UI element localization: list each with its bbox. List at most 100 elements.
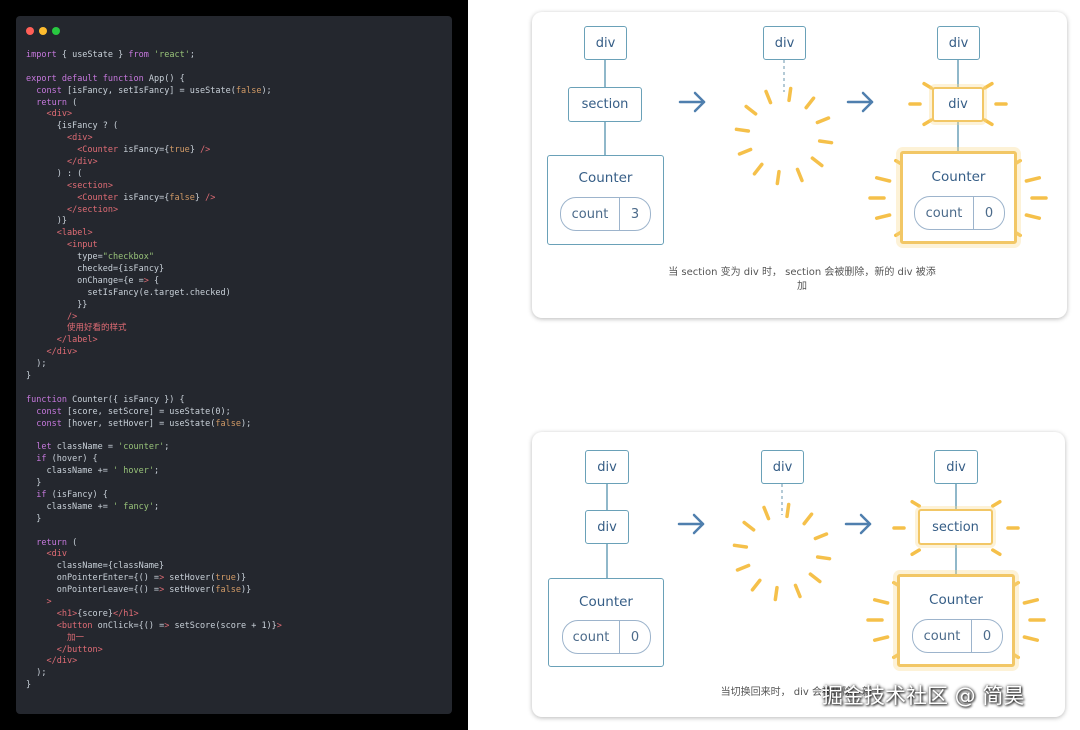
- code-editor-window: import { useState } from 'react'; export…: [16, 16, 452, 714]
- burst-ray: [1022, 635, 1040, 642]
- code-line: }: [26, 513, 42, 524]
- count-value: 0: [619, 621, 650, 653]
- burst-ray: [1024, 213, 1042, 220]
- burst-ray: [735, 563, 751, 572]
- code-line: const [score, setScore] = useState(0);: [36, 406, 231, 417]
- count-pill: count 3: [560, 197, 651, 231]
- burst-ray: [773, 585, 779, 602]
- tree-node-root-after: div: [934, 450, 978, 484]
- burst-ray: [991, 499, 1002, 508]
- removal-burst: [734, 86, 834, 186]
- code-line: [26, 383, 282, 395]
- count-pill: count 0: [562, 620, 651, 654]
- burst-ray: [752, 162, 764, 176]
- burst-ray: [804, 96, 816, 110]
- burst-ray: [910, 548, 921, 557]
- code-line: <input: [66, 240, 98, 251]
- window-minimize-dot: [39, 27, 47, 35]
- code-line: <div>: [46, 109, 73, 120]
- burst-ray: [872, 598, 890, 605]
- code-line: const [hover, setHover] = useState(false…: [36, 418, 252, 429]
- code-line: if (hover) {: [36, 454, 98, 465]
- burst-ray: [795, 167, 804, 183]
- code-line: }}: [26, 299, 88, 310]
- diagram-panel-top: div section Counter count 3 div div div …: [532, 12, 1067, 318]
- count-pill: count 0: [914, 196, 1005, 230]
- burst-ray: [874, 213, 892, 220]
- code-line: <h1>{score}</h1>: [56, 608, 139, 619]
- window-close-dot: [26, 27, 34, 35]
- arrow-right-icon: [677, 513, 705, 535]
- code-line: className += ' fancy';: [26, 501, 160, 512]
- burst-ray: [983, 81, 994, 90]
- burst-ray: [991, 548, 1002, 557]
- diagram-top-connectors: [604, 60, 1048, 238]
- code-line: let className = 'counter';: [36, 442, 170, 453]
- burst-ray: [785, 502, 791, 519]
- burst-ray: [750, 578, 762, 592]
- code-line: const [isFancy, setIsFancy] = useState(f…: [36, 85, 272, 96]
- removal-burst: [732, 502, 832, 602]
- burst-ray: [922, 118, 933, 127]
- burst-ray: [737, 147, 753, 156]
- count-value: 0: [973, 197, 1004, 229]
- code-line: return (: [36, 97, 78, 108]
- code-block: import { useState } from 'react'; export…: [26, 50, 282, 692]
- burst-ray: [815, 555, 832, 561]
- tree-node-section: section: [568, 87, 642, 122]
- code-line: }: [26, 680, 32, 691]
- code-line: <label>: [56, 228, 93, 239]
- caption-top-line-2: 加: [797, 281, 807, 292]
- burst-ray: [910, 499, 921, 508]
- code-screenshot-backdrop: import { useState } from 'react'; export…: [0, 0, 468, 730]
- code-line: </button>: [56, 644, 103, 655]
- tree-node-root-middle: div: [761, 450, 804, 484]
- tree-node-new-section: section: [918, 509, 993, 545]
- counter-title: Counter: [929, 592, 983, 608]
- tree-node-root-middle: div: [763, 26, 806, 60]
- code-line: type="checkbox": [26, 252, 154, 263]
- burst-ray: [874, 176, 892, 183]
- arrow-right-icon: [678, 91, 706, 113]
- burst-ray: [787, 86, 793, 103]
- burst-ray: [764, 89, 773, 105]
- burst-ray: [808, 572, 822, 584]
- burst-ray: [983, 118, 994, 127]
- burst-ray: [732, 543, 749, 549]
- diagram-panel-bottom: div div Counter count 0 div div section …: [532, 432, 1065, 717]
- tree-node-root-after: div: [937, 26, 980, 60]
- code-line: checked={isFancy}: [26, 264, 165, 275]
- burst-ray: [817, 139, 834, 145]
- code-line: </label>: [56, 335, 98, 346]
- burst-ray: [815, 116, 831, 125]
- counter-node-before: Counter count 0: [548, 578, 664, 667]
- code-line: </section>: [66, 204, 119, 215]
- code-line: );: [26, 359, 47, 370]
- count-pill: count 0: [912, 619, 1003, 653]
- code-line: <Counter isFancy={true} />: [77, 145, 211, 156]
- burst-ray: [775, 169, 781, 186]
- code-line: >: [46, 596, 52, 607]
- code-line: if (isFancy) {: [36, 489, 108, 500]
- code-line: <button onClick={() => setScore(score + …: [56, 620, 282, 631]
- burst-ray: [922, 81, 933, 90]
- code-line: </div>: [46, 656, 78, 667]
- code-line: className += ' hover';: [26, 466, 160, 477]
- counter-title: Counter: [579, 594, 633, 610]
- arrow-right-icon: [846, 91, 874, 113]
- count-label: count: [925, 205, 963, 221]
- arrow-right-icon: [844, 513, 872, 535]
- tree-node-root: div: [584, 26, 627, 60]
- counter-node-before: Counter count 3: [547, 155, 664, 245]
- watermark: 掘金技术社区 @ 简昊: [822, 684, 1025, 708]
- count-value: 0: [971, 620, 1002, 652]
- burst-ray: [1024, 176, 1042, 183]
- highlight-burst-section: [892, 499, 1020, 557]
- code-line: </div>: [46, 347, 78, 358]
- code-line: import { useState } from 'react';: [26, 50, 195, 60]
- code-line: [26, 526, 282, 538]
- counter-node-after: Counter count 0: [897, 574, 1015, 667]
- code-line: function Counter({ isFancy }) {: [26, 394, 185, 405]
- counter-title: Counter: [931, 169, 986, 185]
- counter-node-after: Counter count 0: [900, 151, 1017, 244]
